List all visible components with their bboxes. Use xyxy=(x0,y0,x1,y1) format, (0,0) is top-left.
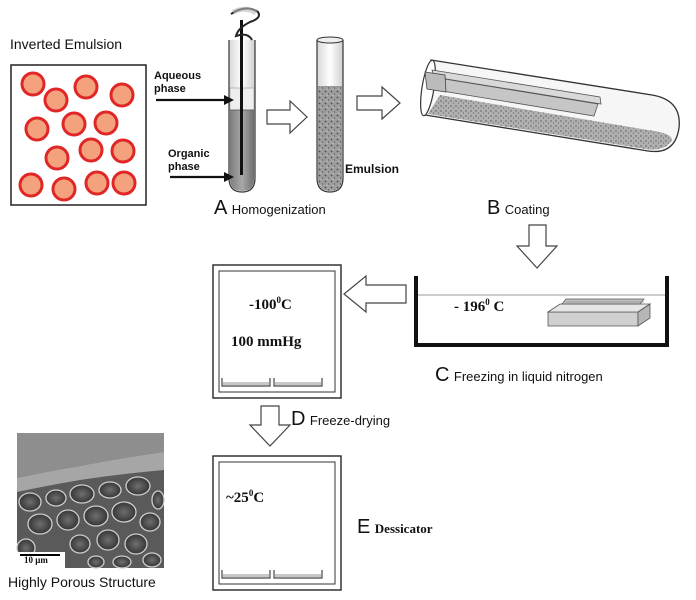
freeze-dry-temperature: -1000C xyxy=(249,295,292,314)
dessicator-chamber xyxy=(212,455,342,591)
step-a-letter: A xyxy=(214,197,228,219)
liquid-nitrogen-bath xyxy=(414,276,669,347)
arrow-to-freeze-drying xyxy=(343,274,407,314)
aqueous-phase-label: Aqueous phase xyxy=(154,70,201,96)
dessicator-temperature: ~250C xyxy=(226,488,264,507)
emulsion-tube xyxy=(316,36,344,193)
step-a-label: Homogenization xyxy=(231,202,326,217)
freezing-temp-degree: 0 xyxy=(485,297,490,307)
organic-label-line2: phase xyxy=(168,161,200,173)
coating-tube xyxy=(420,59,680,153)
step-b-caption: B Coating xyxy=(487,197,550,220)
freeze-dry-temp-value: -100 xyxy=(249,297,277,313)
arrow-to-dessicator xyxy=(248,405,292,447)
organic-arrow xyxy=(170,172,234,182)
sem-micrograph xyxy=(16,433,165,569)
organic-label-line1: Organic xyxy=(168,148,210,160)
step-e-letter: E xyxy=(357,516,371,538)
homogenizer-tube xyxy=(228,6,260,193)
step-a-caption: A Homogenization xyxy=(214,197,326,220)
aqueous-label-line2: phase xyxy=(154,83,186,95)
step-d-caption: D Freeze-drying xyxy=(291,408,390,431)
freezing-temp-value: - 196 xyxy=(454,299,486,315)
aqueous-arrow xyxy=(156,95,234,105)
aqueous-label-line1: Aqueous xyxy=(154,70,202,82)
arrow-to-emulsion xyxy=(266,99,308,135)
emulsion-box xyxy=(10,64,147,206)
emulsion-droplets xyxy=(18,71,137,202)
freezing-temp-unit: C xyxy=(493,299,505,315)
homogenizer-shaft xyxy=(240,20,243,175)
step-e-label: Dessicator xyxy=(374,521,433,536)
step-b-letter: B xyxy=(487,197,501,219)
step-c-letter: C xyxy=(435,364,450,386)
step-b-label: Coating xyxy=(504,202,550,217)
step-c-caption: C Freezing in liquid nitrogen xyxy=(435,364,603,387)
freeze-dry-pressure: 100 mmHg xyxy=(231,334,302,350)
freeze-dry-temp-degree: 0 xyxy=(276,295,282,305)
step-d-label: Freeze-drying xyxy=(309,413,391,428)
freeze-dryer-chamber xyxy=(212,264,342,399)
step-e-caption: E Dessicator xyxy=(357,516,433,539)
emulsion-title: Inverted Emulsion xyxy=(10,36,123,52)
step-d-letter: D xyxy=(291,408,306,430)
freezing-temperature: - 1960 C xyxy=(454,297,504,316)
arrow-to-coating xyxy=(356,85,401,121)
dessicator-temp-value: ~25 xyxy=(226,490,249,506)
organic-phase-label: Organic phase xyxy=(168,148,210,174)
emulsion-label: Emulsion xyxy=(345,162,400,176)
arrow-to-freezing xyxy=(515,224,559,269)
freeze-dry-temp-unit: C xyxy=(281,297,292,313)
step-c-label: Freezing in liquid nitrogen xyxy=(453,369,603,384)
micrograph-caption: Highly Porous Structure xyxy=(8,574,156,590)
dessicator-temp-degree: 0 xyxy=(248,488,254,498)
dessicator-temp-unit: C xyxy=(253,490,265,506)
scale-bar-label: 10 μm xyxy=(24,555,48,565)
